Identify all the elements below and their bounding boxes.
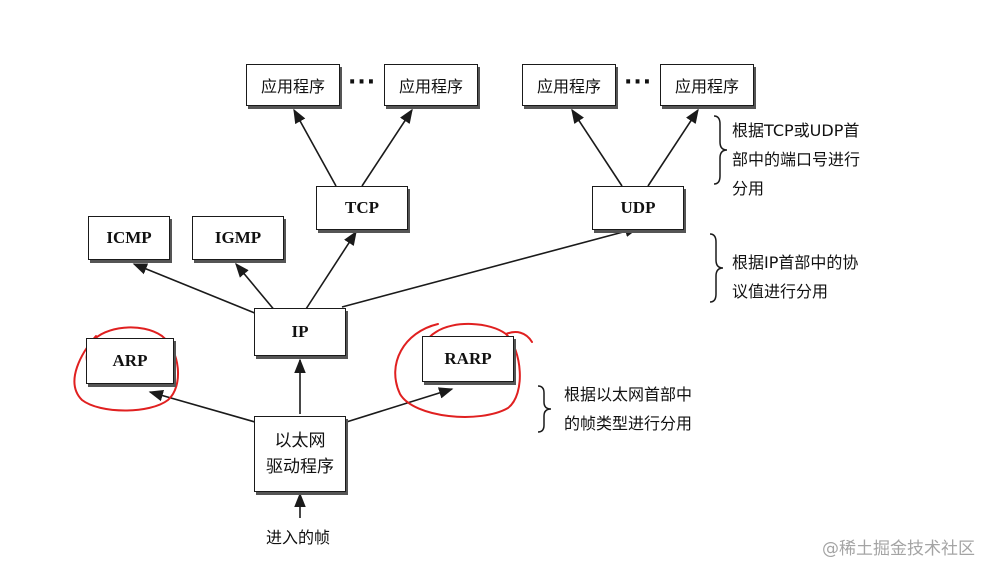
note-ip-line-1: 根据IP首部中的协 bbox=[732, 253, 859, 272]
note-ip-line-2: 议值进行分用 bbox=[732, 282, 829, 301]
ethernet-driver-box: 以太网 驱动程序 bbox=[254, 416, 346, 492]
ellipsis-tcp-apps: ··· bbox=[348, 70, 377, 95]
arrow-ip-to-igmp bbox=[235, 262, 277, 313]
rarp-box: RARP bbox=[422, 336, 514, 382]
note-transport-line-3: 分用 bbox=[732, 179, 765, 198]
note-ip-demux: 根据IP首部中的协 议值进行分用 bbox=[732, 248, 858, 306]
arrow-driver-to-rarp bbox=[339, 387, 454, 425]
ellipsis-udp-apps: ··· bbox=[624, 70, 653, 95]
icmp-box: ICMP bbox=[88, 216, 170, 260]
ip-box: IP bbox=[254, 308, 346, 356]
highlight-rarp bbox=[394, 322, 521, 418]
watermark: @稀土掘金技术社区 bbox=[822, 539, 975, 559]
brace-transport bbox=[713, 115, 728, 185]
arp-box: ARP bbox=[86, 338, 174, 384]
application-box-3: 应用程序 bbox=[522, 64, 616, 106]
arrow-udp-to-app3 bbox=[571, 108, 623, 187]
tcp-box: TCP bbox=[316, 186, 408, 230]
brace-ethernet bbox=[537, 385, 552, 433]
highlight-rarp-tail bbox=[505, 331, 533, 343]
note-ethernet-line-2: 的帧类型进行分用 bbox=[564, 414, 693, 433]
udp-box: UDP bbox=[592, 186, 684, 230]
application-box-1: 应用程序 bbox=[246, 64, 340, 106]
arrow-ip-to-tcp bbox=[305, 230, 357, 310]
brace-ip bbox=[709, 233, 724, 303]
arrow-tcp-to-app1 bbox=[293, 108, 337, 187]
arrow-ip-to-icmp bbox=[132, 263, 263, 317]
note-ethernet-demux: 根据以太网首部中 的帧类型进行分用 bbox=[564, 380, 692, 438]
application-box-2: 应用程序 bbox=[384, 64, 478, 106]
arrow-ip-to-udp bbox=[341, 225, 640, 308]
incoming-frame-label: 进入的帧 bbox=[266, 528, 331, 547]
arrow-tcp-to-app2 bbox=[361, 108, 413, 187]
arrow-driver-to-arp bbox=[148, 390, 263, 425]
driver-line-1: 以太网 bbox=[274, 431, 326, 451]
igmp-box: IGMP bbox=[192, 216, 284, 260]
note-ethernet-line-1: 根据以太网首部中 bbox=[564, 385, 693, 404]
note-transport-line-2: 部中的端口号进行 bbox=[732, 150, 861, 169]
arrow-udp-to-app4 bbox=[647, 108, 699, 187]
note-transport-line-1: 根据TCP或UDP首 bbox=[732, 121, 860, 140]
note-transport-demux: 根据TCP或UDP首 部中的端口号进行 分用 bbox=[732, 116, 860, 203]
driver-line-2: 驱动程序 bbox=[266, 457, 334, 477]
application-box-4: 应用程序 bbox=[660, 64, 754, 106]
